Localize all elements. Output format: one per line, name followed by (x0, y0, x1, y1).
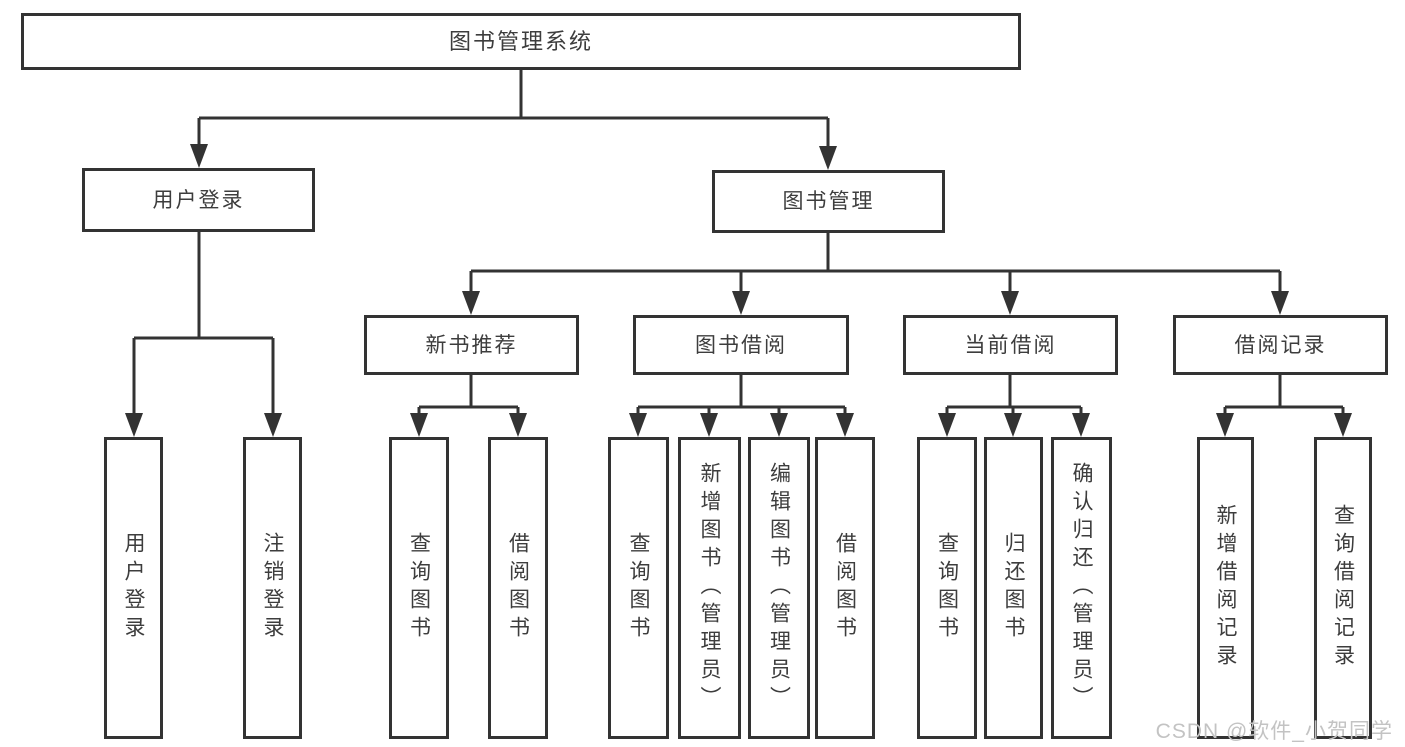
node-user-login: 用户登录 (82, 168, 315, 232)
leaf-confirm-return-admin: 确认归还（管理员） (1051, 437, 1112, 739)
leaf-logout: 注销登录 (243, 437, 302, 739)
node-new-book-recommend: 新书推荐 (364, 315, 579, 375)
edge-root-to-level2 (190, 70, 837, 170)
node-current-borrowing: 当前借阅 (903, 315, 1118, 375)
leaf-borrow-books: 借阅图书 (815, 437, 875, 739)
node-book-management: 图书管理 (712, 170, 945, 233)
node-borrowing-records: 借阅记录 (1173, 315, 1388, 375)
leaf-return-books: 归还图书 (984, 437, 1043, 739)
edge-newbook-to-leaves (410, 375, 527, 437)
node-book-borrowing: 图书借阅 (633, 315, 849, 375)
leaf-user-login: 用户登录 (104, 437, 163, 739)
node-root-system: 图书管理系统 (21, 13, 1021, 70)
edge-bookmgmt-to-level3 (462, 233, 1289, 315)
leaf-add-borrow-record: 新增借阅记录 (1197, 437, 1254, 739)
edge-current-to-leaves (938, 375, 1090, 437)
leaf-edit-books-admin: 编辑图书（管理员） (748, 437, 810, 739)
edge-login-to-leaves (125, 232, 282, 437)
leaf-borrow-books-newbook: 借阅图书 (488, 437, 548, 739)
csdn-watermark: CSDN @软件_小贺同学 (1155, 720, 1393, 743)
edge-records-to-leaves (1216, 375, 1352, 437)
leaf-query-books-newbook: 查询图书 (389, 437, 449, 739)
leaf-query-books-borrow: 查询图书 (608, 437, 669, 739)
leaf-query-books-current: 查询图书 (917, 437, 977, 739)
leaf-add-books-admin: 新增图书（管理员） (678, 437, 741, 739)
leaf-query-borrow-record: 查询借阅记录 (1314, 437, 1372, 739)
edge-borrow-to-leaves (629, 375, 854, 437)
